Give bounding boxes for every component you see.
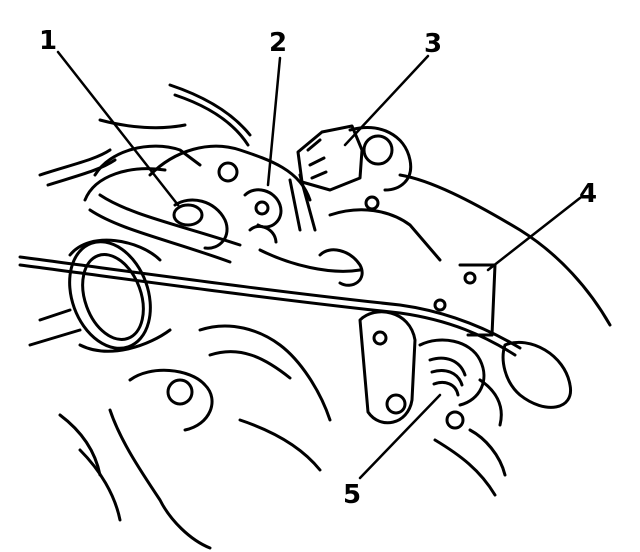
- leader-line-2: [266, 56, 282, 187]
- callout-3: 3: [424, 29, 443, 59]
- iac-connector: [418, 338, 507, 497]
- plenum-right: [328, 173, 612, 425]
- leader-lines: [56, 50, 582, 480]
- throttle-cable: [18, 255, 572, 409]
- throttle-body-housing: [148, 144, 362, 273]
- leader-line-3: [343, 54, 430, 147]
- leader-line-4: [486, 196, 582, 272]
- callout-1: 1: [39, 26, 58, 56]
- leader-line-5: [358, 393, 442, 480]
- throttle-bore-inlet: [28, 238, 172, 353]
- callout-5: 5: [343, 480, 362, 510]
- leader-line-1: [56, 50, 180, 207]
- sensor-connector: [296, 124, 413, 211]
- lower-manifold: [58, 324, 332, 550]
- callout-2: 2: [269, 28, 288, 58]
- callout-4: 4: [579, 179, 598, 209]
